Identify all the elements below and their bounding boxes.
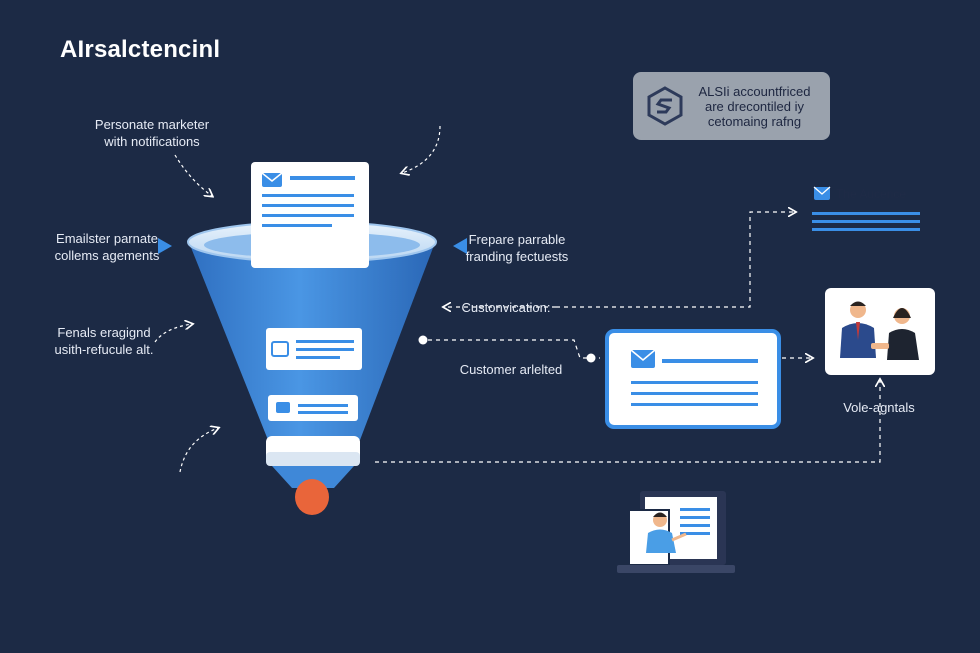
curved-arrow-icon <box>154 324 192 343</box>
dashed-connectors <box>375 212 880 463</box>
funnel-inner-card-1 <box>266 328 362 370</box>
label-customer-alerted: Customer arlelted <box>459 362 563 377</box>
laptop-presenter-icon <box>617 491 735 573</box>
label-fenals: Fenals eragignd usith-refucule alt. <box>54 325 154 357</box>
label-personalize: Personate marketer with notifications <box>94 117 210 149</box>
badge-text: ALSIi accountfriced are drecontiled iy c… <box>698 83 811 129</box>
curved-arrow-icon <box>179 428 218 473</box>
connector-dot <box>586 353 596 363</box>
curved-arrow-icon <box>174 154 212 196</box>
curved-arrow-icon <box>402 125 441 173</box>
customer-alert-card <box>605 329 781 429</box>
business-handshake-icon <box>825 288 935 375</box>
page-title: AIrsalctencinl <box>60 36 221 63</box>
connector-dot <box>418 335 428 345</box>
audience-card-title: The Aucerice <box>836 187 907 201</box>
info-badge: ALSIi accountfriced are drecontiled iy c… <box>633 72 830 140</box>
label-vole-agntals: Vole-agntals <box>843 400 915 415</box>
label-prepare: Frepare parrable franding fectuests <box>465 232 569 264</box>
funnel-inner-card-2 <box>268 395 358 421</box>
audience-card-lines <box>812 186 920 231</box>
hexagon-s-logo-icon <box>647 86 683 126</box>
funnel-drop-icon <box>295 479 329 515</box>
label-customization: Custonvication: <box>461 300 551 315</box>
document-entering-funnel-icon <box>251 162 369 268</box>
label-emailster: Emailster parnate collems agements <box>54 231 160 263</box>
